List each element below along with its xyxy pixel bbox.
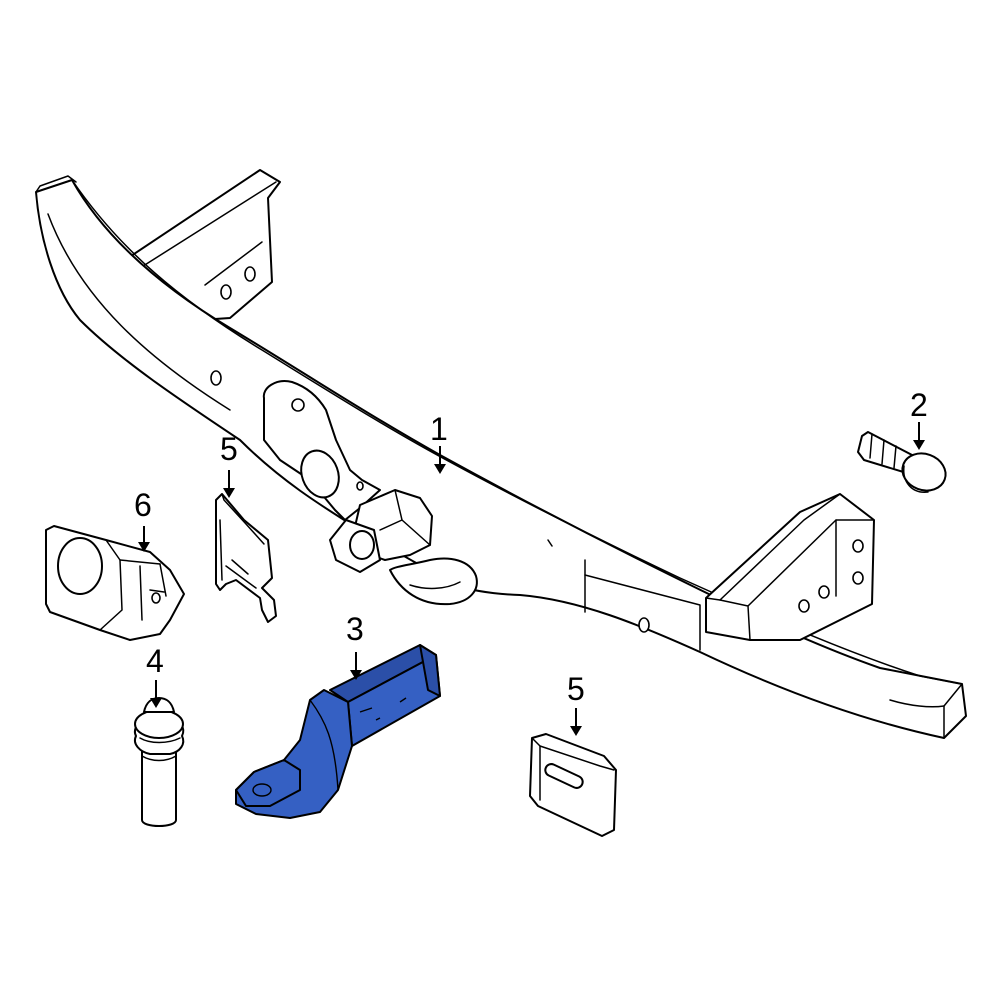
callout-5-upper-label: 5: [220, 431, 238, 467]
part-5-pad-upper: [215, 493, 277, 623]
callout-1-label: 1: [430, 411, 448, 447]
callout-2-label: 2: [910, 387, 928, 423]
callout-3-label: 3: [346, 611, 364, 647]
part-5-pad-lower: [529, 733, 617, 837]
callout-4: 4: [146, 643, 164, 708]
callout-5-upper: 5: [220, 431, 238, 498]
callout-5-lower-label: 5: [567, 671, 585, 707]
callout-6-label: 6: [134, 487, 152, 523]
part-2-bolt: [857, 431, 947, 493]
part-6-plug-bracket: [45, 525, 185, 641]
callout-2: 2: [910, 387, 928, 450]
callout-4-label: 4: [146, 643, 164, 679]
callout-1: 1: [430, 411, 448, 474]
callout-5-lower: 5: [567, 671, 585, 736]
callout-3: 3: [346, 611, 364, 680]
part-4-trailer-ball: [134, 697, 185, 827]
callout-6: 6: [134, 487, 152, 552]
part-1-hitch-crossmember: [35, 169, 967, 739]
part-3-ball-mount: [235, 644, 441, 819]
